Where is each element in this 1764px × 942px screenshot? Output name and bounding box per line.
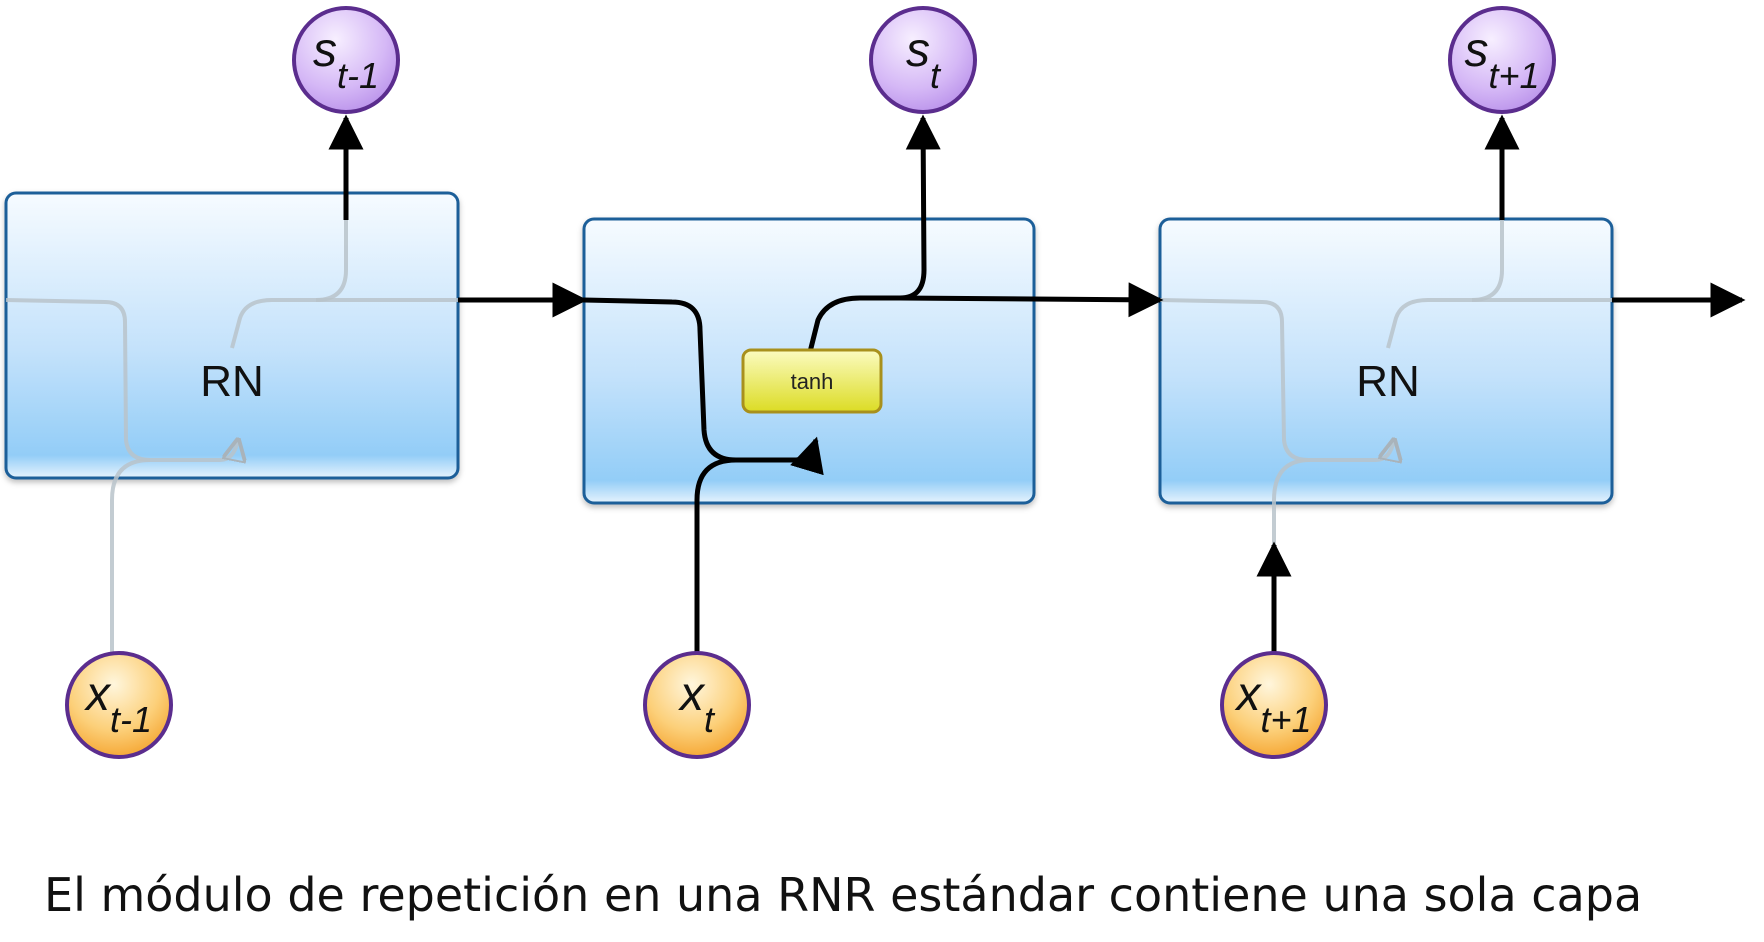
input-node-right: xt+1 xyxy=(1220,651,1328,759)
output-node-right: st+1 xyxy=(1448,6,1556,114)
rnn-block-left xyxy=(4,191,460,480)
input-label-base: x xyxy=(84,668,112,721)
input-node-center: xt xyxy=(643,651,751,759)
input-label-sub: t+1 xyxy=(1260,699,1311,740)
input-node-left: xt-1 xyxy=(65,651,173,759)
output-label-base: s xyxy=(313,24,337,77)
svg-text:st-1: st-1 xyxy=(313,24,379,96)
tanh-gate xyxy=(741,348,883,414)
input-label-sub: t xyxy=(704,699,716,740)
svg-text:xt: xt xyxy=(678,668,716,740)
svg-text:st+1: st+1 xyxy=(1464,24,1539,96)
output-label-base: s xyxy=(906,24,930,77)
svg-text:xt+1: xt+1 xyxy=(1234,668,1311,740)
svg-text:xt-1: xt-1 xyxy=(84,668,152,740)
figure-caption: El módulo de repetición en una RNR están… xyxy=(44,868,1643,922)
input-label-base: x xyxy=(1234,668,1262,721)
output-node-center: st xyxy=(869,6,977,114)
output-label-base: s xyxy=(1464,24,1488,77)
block-label-right: RN xyxy=(1356,357,1420,406)
output-label-sub: t-1 xyxy=(337,55,379,96)
tanh-gate-label: tanh xyxy=(791,369,834,394)
faded-wiring-left xyxy=(5,220,458,654)
svg-text:st: st xyxy=(906,24,942,96)
output-label-sub: t+1 xyxy=(1488,55,1539,96)
output-node-left: st-1 xyxy=(292,6,400,114)
faded-wiring-right xyxy=(1159,220,1612,545)
external-arrows xyxy=(328,114,1746,654)
block-label-left: RN xyxy=(200,357,264,406)
output-label-sub: t xyxy=(930,55,942,96)
center-wiring xyxy=(583,114,1164,654)
input-label-base: x xyxy=(678,668,706,721)
input-label-sub: t-1 xyxy=(110,699,152,740)
